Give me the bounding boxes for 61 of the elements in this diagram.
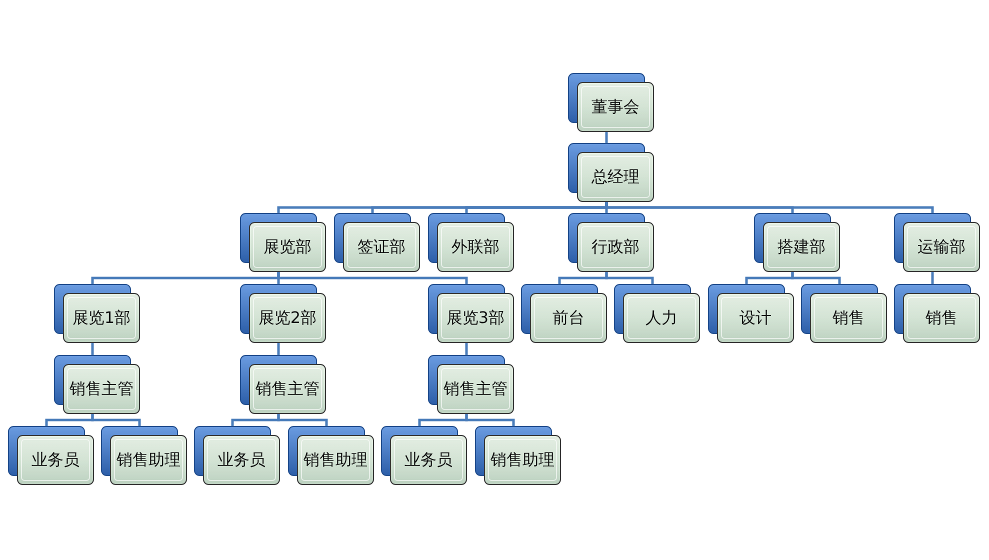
position-box: [428, 284, 514, 343]
position-title: 展览2部: [258, 308, 317, 328]
position-title: 签证部: [358, 237, 406, 257]
position-box: [240, 213, 326, 272]
position-title: 销售主管: [256, 379, 320, 399]
connector-line: [91, 343, 94, 355]
position-title: 运输部: [918, 237, 966, 257]
position-title: 展览部: [264, 237, 312, 257]
connector-line: [465, 414, 515, 426]
position-title: 展览3部: [446, 308, 505, 328]
position-box: [240, 355, 326, 414]
position-box: [54, 355, 140, 414]
position-box: [894, 284, 980, 343]
position-box: [894, 213, 980, 272]
connector-line: [605, 132, 608, 143]
position-box: [8, 426, 94, 485]
position-title: 销售助理: [116, 450, 180, 470]
position-title: 总经理: [592, 167, 640, 187]
position-box: [568, 213, 654, 272]
position-title: 外联部: [452, 237, 500, 257]
position-box: [521, 284, 607, 343]
position-box: [240, 284, 326, 343]
position-title: 销售主管: [70, 379, 134, 399]
position-title: 搭建部: [778, 237, 826, 257]
position-box: [568, 73, 654, 132]
position-box: [614, 284, 700, 343]
position-box: [754, 213, 840, 272]
position-box: [101, 426, 187, 485]
position-title: 展览1部: [72, 308, 131, 328]
connector-line: [91, 414, 141, 426]
position-title: 业务员: [404, 450, 452, 470]
position-title: 业务员: [218, 450, 266, 470]
position-box: [708, 284, 794, 343]
position-title: 销售: [832, 308, 864, 328]
connector-line: [277, 414, 328, 426]
position-box: [54, 284, 140, 343]
position-title: 行政部: [592, 237, 640, 257]
position-box: [194, 426, 280, 485]
position-box: [334, 213, 420, 272]
position-box: [381, 426, 467, 485]
position-box: [428, 355, 514, 414]
position-title: 销售助理: [304, 450, 368, 470]
position-title: 前台: [552, 308, 584, 328]
connector-line: [277, 272, 468, 284]
position-box: [568, 143, 654, 202]
position-title: 人力: [646, 308, 678, 328]
position-title: 销售: [926, 308, 958, 328]
position-title: 销售主管: [444, 379, 508, 399]
connector-line: [605, 272, 654, 284]
connector-line: [277, 343, 280, 355]
position-box: [428, 213, 514, 272]
position-box: [288, 426, 374, 485]
connector-line: [791, 272, 841, 284]
position-box: [801, 284, 887, 343]
position-title: 销售助理: [490, 450, 554, 470]
connector-line: [931, 272, 934, 284]
position-box: [475, 426, 561, 485]
connector-line: [465, 343, 468, 355]
position-title: 董事会: [592, 97, 640, 117]
position-title: 业务员: [32, 450, 80, 470]
position-title: 设计: [740, 308, 772, 328]
